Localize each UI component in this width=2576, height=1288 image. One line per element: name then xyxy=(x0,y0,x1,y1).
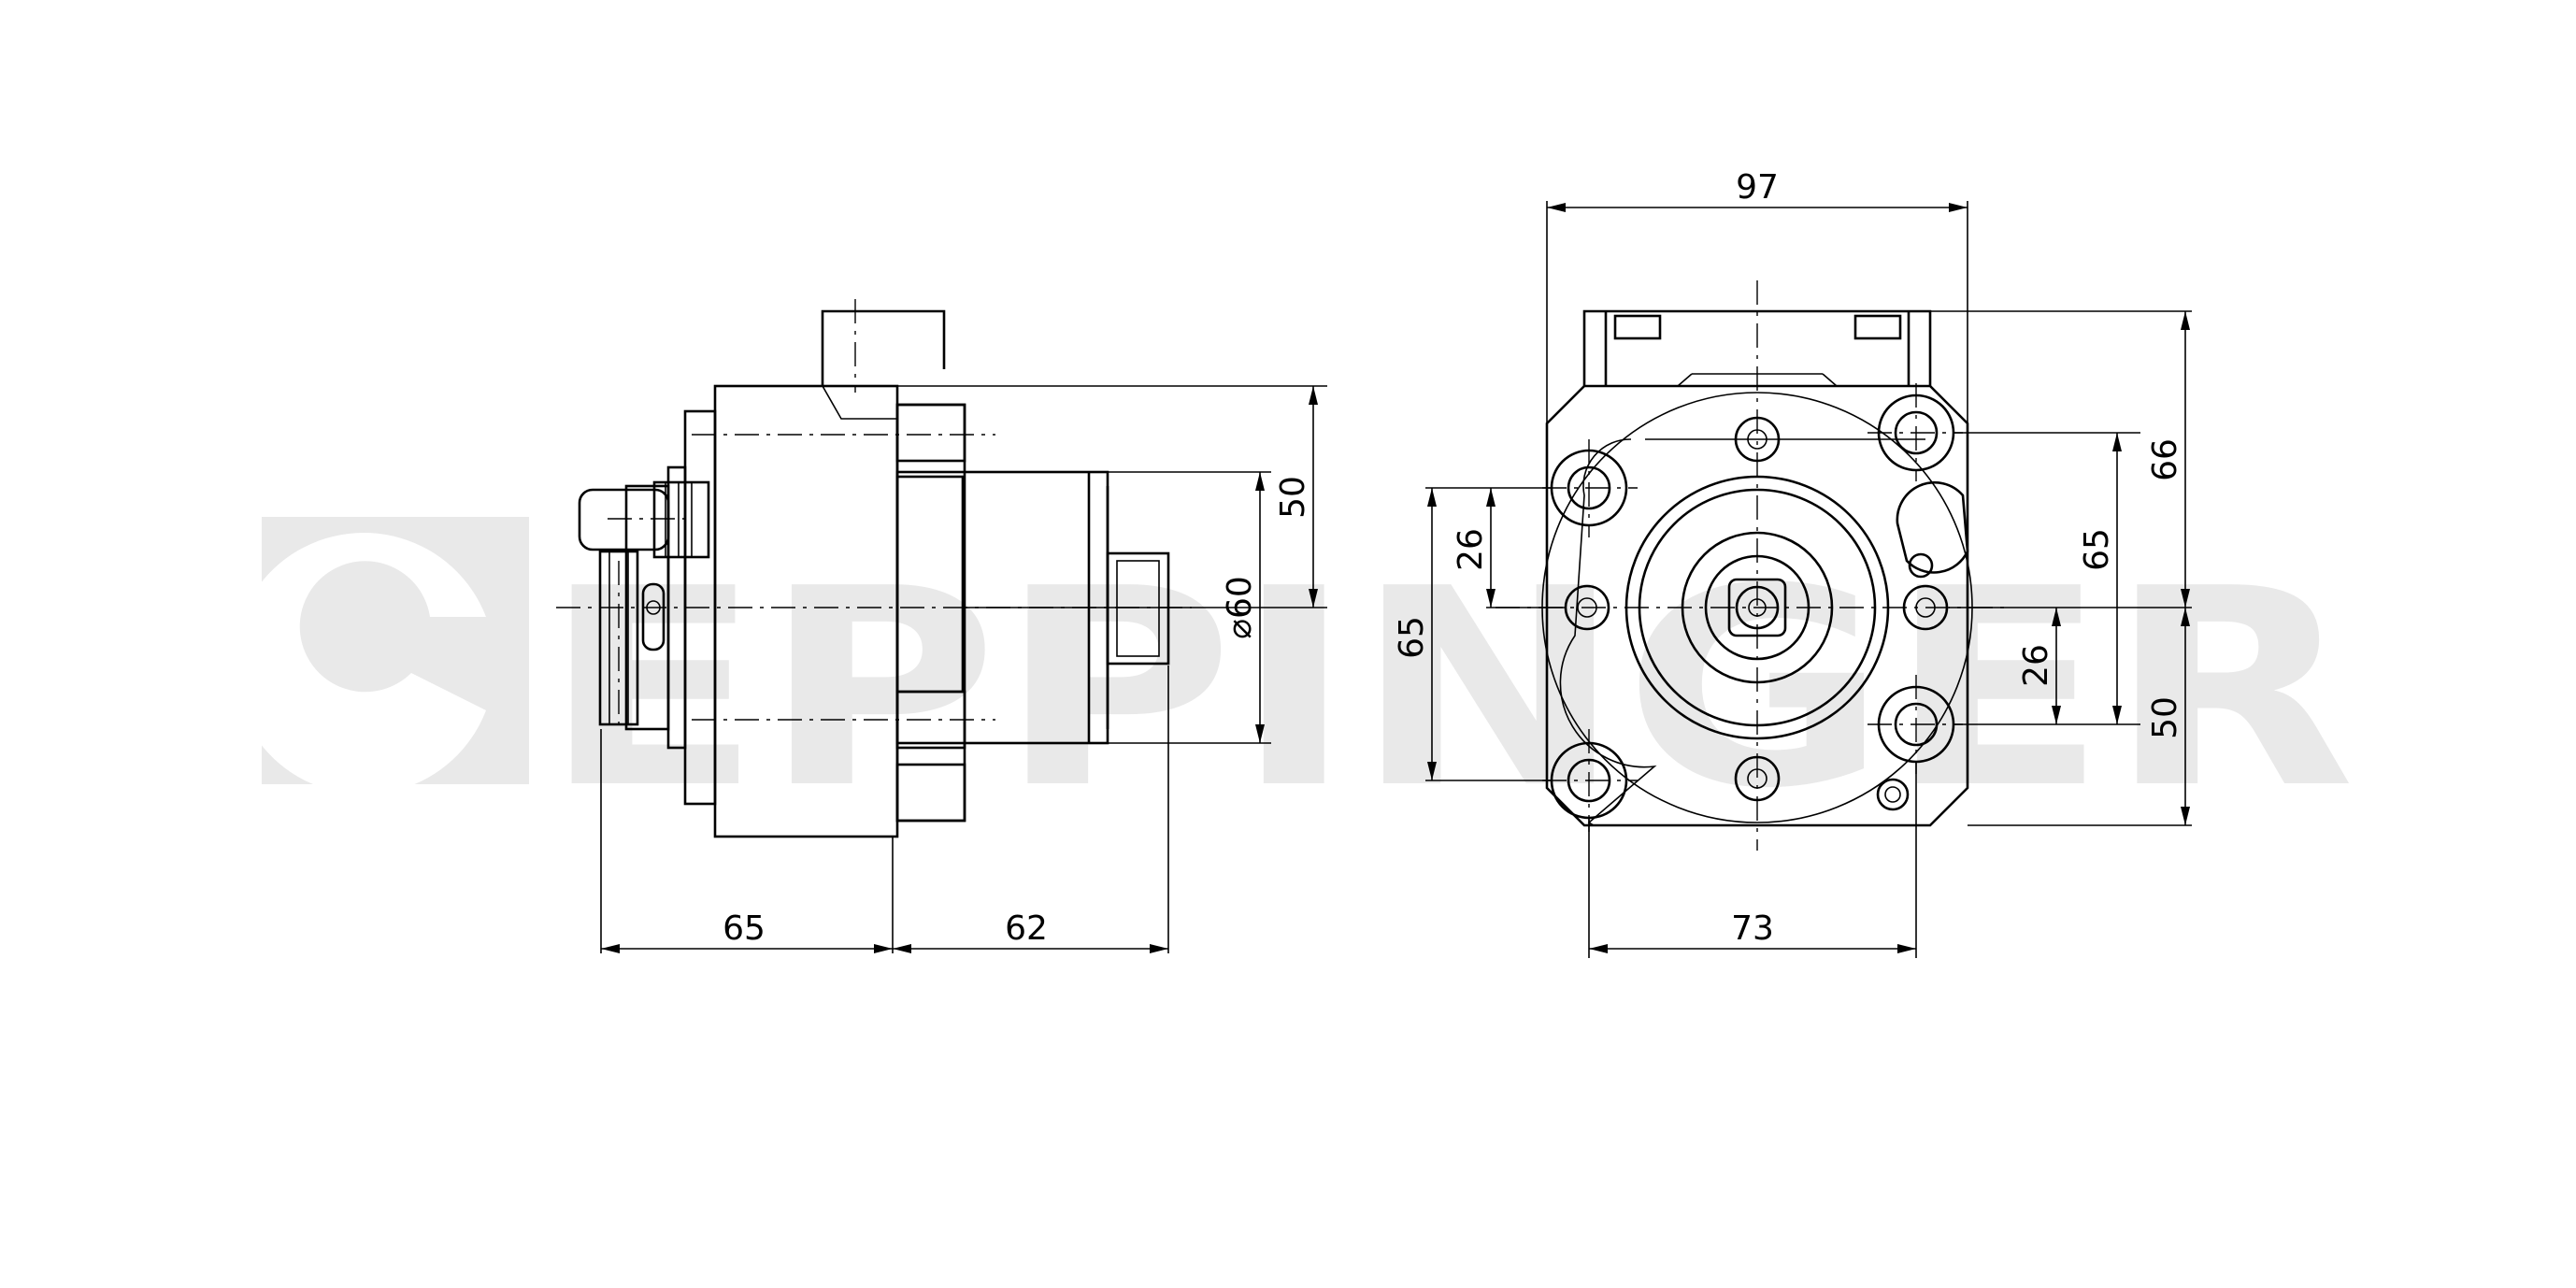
dim-front-offset-left: 26 xyxy=(1452,528,1490,571)
side-top-key xyxy=(821,309,946,386)
side-flange-bolt-bottom xyxy=(895,763,966,823)
front-top-bracket xyxy=(1582,309,1932,386)
dim-side-width-right: 62 xyxy=(1005,909,1048,948)
side-left-flange xyxy=(624,484,670,731)
watermark-text: EPPINGER xyxy=(542,530,2355,848)
dim-side-height-top: 50 xyxy=(1274,476,1312,519)
side-tool-shank xyxy=(1106,551,1170,665)
front-view: 97 73 65 26 26 65 66 50 xyxy=(1393,168,2192,958)
dim-front-height-right-upper: 66 xyxy=(2146,438,2184,481)
side-top-key-inner xyxy=(822,385,897,420)
dim-front-height-right-lower: 50 xyxy=(2146,696,2184,739)
side-view: 65 62 50 ⌀60 xyxy=(556,299,1327,953)
dim-front-height-left: 65 xyxy=(1393,616,1431,659)
front-main-plate xyxy=(1545,384,1969,827)
dim-front-width-bottom: 73 xyxy=(1731,909,1774,948)
dim-front-height-right-inner: 65 xyxy=(2078,528,2116,571)
dim-front-width-top: 97 xyxy=(1736,168,1779,207)
front-grub-screw xyxy=(1876,778,1910,811)
side-spindle-recess xyxy=(895,475,965,694)
watermark-logo-glyph xyxy=(233,533,487,794)
side-flange-bolt-top xyxy=(895,403,966,463)
front-coolant-fitting xyxy=(1896,480,1969,579)
dim-side-width-left: 65 xyxy=(723,909,766,948)
dim-front-offset-right-lower: 26 xyxy=(2017,644,2055,687)
dim-side-diameter: ⌀60 xyxy=(1221,576,1259,638)
